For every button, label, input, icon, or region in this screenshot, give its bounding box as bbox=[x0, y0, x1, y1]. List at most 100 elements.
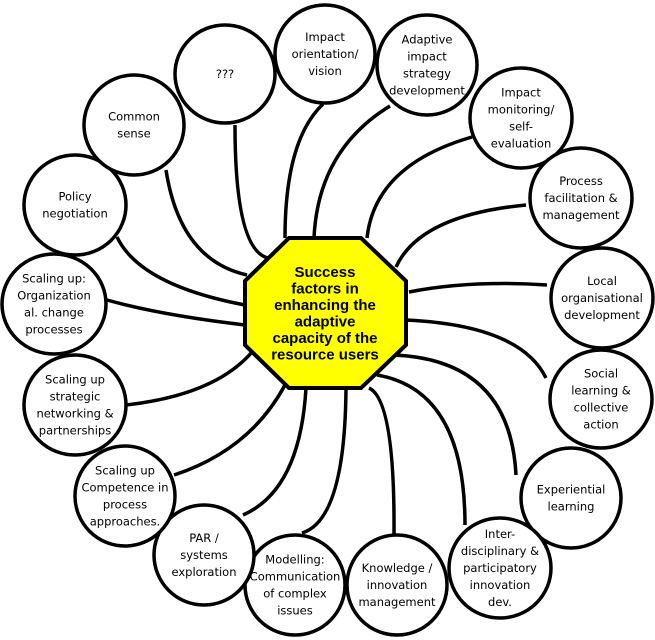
node-label-line: participatory bbox=[463, 561, 537, 575]
node-label-line: self- bbox=[509, 120, 533, 134]
node-label-line: learning & bbox=[571, 384, 631, 398]
node-label-line: of complex bbox=[263, 587, 327, 601]
node-label-line: evaluation bbox=[491, 137, 552, 151]
node-label-line: development bbox=[564, 308, 640, 322]
connector-modelling bbox=[301, 387, 348, 535]
node-label-line: Common bbox=[108, 110, 160, 124]
node-circle bbox=[152, 503, 256, 607]
node-label-line: Organization bbox=[17, 289, 91, 303]
node-label-line: Process bbox=[559, 174, 603, 188]
node-scaling-organizational: Scaling up: Organization al. change process… bbox=[0, 252, 108, 356]
node-knowledge-management: Knowledge / innovation management bbox=[345, 533, 449, 637]
node-label-line: processes bbox=[25, 323, 82, 337]
node-circle bbox=[82, 73, 186, 177]
node-scaling-competence: Scaling up Competence in process approaches… bbox=[73, 444, 177, 548]
node-circle bbox=[73, 444, 177, 548]
node-label-line: Scaling up bbox=[45, 373, 105, 387]
node-label-line: exploration bbox=[171, 565, 236, 579]
node-label-line: organisational bbox=[561, 291, 643, 305]
node-circle bbox=[22, 353, 128, 457]
node-label-line: issues bbox=[277, 604, 313, 618]
node-label-line: partnerships bbox=[39, 424, 111, 438]
node-par-systems: PAR / systems exploration bbox=[152, 503, 256, 607]
node-label-line: impact bbox=[407, 50, 447, 64]
node-label-line: management bbox=[542, 208, 620, 222]
node-circle bbox=[345, 533, 449, 637]
connector-experiential-learning bbox=[393, 353, 518, 476]
center-octagon bbox=[243, 236, 408, 390]
node-label-line: development bbox=[389, 84, 465, 98]
node-label-line: innovation bbox=[367, 578, 428, 592]
node-label-line: networking & bbox=[36, 407, 113, 421]
node-circle bbox=[243, 533, 347, 637]
connector-scaling-competence bbox=[173, 384, 287, 477]
node-label-line: learning bbox=[548, 500, 595, 514]
connector-unknown bbox=[233, 124, 269, 260]
node-process-facilitation: Process facilitation & management bbox=[528, 146, 634, 250]
node-label-line: management bbox=[358, 595, 436, 609]
node-circle bbox=[22, 153, 128, 257]
node-label-line: strategy bbox=[403, 67, 451, 81]
node-label-line: approaches. bbox=[90, 515, 161, 529]
node-label-line: disciplinary & bbox=[461, 544, 539, 558]
connector-policy-negotiation bbox=[115, 236, 246, 307]
node-circle bbox=[548, 348, 654, 450]
node-label-line: vision bbox=[308, 64, 342, 78]
node-label-line: Knowledge / bbox=[362, 561, 433, 575]
node-unknown: ??? bbox=[173, 23, 277, 125]
node-circle bbox=[528, 146, 634, 250]
node-label-line: facilitation & bbox=[544, 191, 617, 205]
node-label-line: Experiential bbox=[537, 483, 606, 497]
node-label-line: sense bbox=[117, 127, 150, 141]
node-adaptive-impact-strategy: Adaptive impact strategy development bbox=[375, 13, 479, 117]
connector-common-sense bbox=[164, 169, 248, 277]
connectors bbox=[106, 102, 548, 536]
node-circle bbox=[173, 23, 277, 125]
connector-local-organisational-development bbox=[408, 281, 548, 294]
node-label-line: dev. bbox=[488, 595, 512, 609]
node-label-line: Social bbox=[584, 367, 618, 381]
center-title-line: resource users bbox=[271, 346, 379, 363]
connector-social-learning bbox=[404, 318, 548, 379]
node-label-line: ??? bbox=[216, 67, 234, 81]
connector-interdisciplinary-innovation bbox=[376, 373, 467, 526]
node-label-line: Policy bbox=[58, 190, 91, 204]
node-circle bbox=[549, 246, 655, 350]
node-label-line: Competence in bbox=[81, 481, 168, 495]
node-circle bbox=[447, 516, 553, 620]
connector-impact-orientation bbox=[283, 102, 325, 239]
node-label-line: al. change bbox=[24, 306, 84, 320]
center-title-line: capacity of the bbox=[272, 330, 377, 347]
node-label-line: Scaling up bbox=[95, 464, 155, 478]
node-label-line: Adaptive bbox=[402, 33, 453, 47]
node-label-line: Impact bbox=[501, 86, 541, 100]
node-common-sense: Common sense bbox=[82, 73, 186, 177]
connector-par-systems bbox=[242, 387, 308, 517]
node-label-line: process bbox=[103, 498, 147, 512]
connector-process-facilitation bbox=[394, 203, 527, 268]
node-interdisciplinary-innovation: Inter-disciplinary &participatoryinnovat… bbox=[447, 516, 553, 620]
node-label-line: systems bbox=[180, 548, 228, 562]
center-title-line: factors in bbox=[291, 280, 359, 297]
connector-scaling-networking bbox=[125, 350, 254, 407]
connector-impact-monitoring bbox=[365, 135, 473, 239]
node-circle bbox=[0, 252, 108, 356]
node-circle bbox=[519, 446, 623, 550]
center-title-line: Success bbox=[295, 264, 356, 281]
node-label-line: Impact bbox=[305, 30, 345, 44]
node-experiential-learning: Experiential learning bbox=[519, 446, 623, 550]
node-label-line: Scaling up: bbox=[22, 272, 86, 286]
node-label-line: Inter- bbox=[485, 527, 515, 541]
node-label-line: collective bbox=[574, 401, 629, 415]
center-title-line: adaptive bbox=[295, 313, 356, 330]
node-label-line: PAR / bbox=[189, 531, 219, 545]
